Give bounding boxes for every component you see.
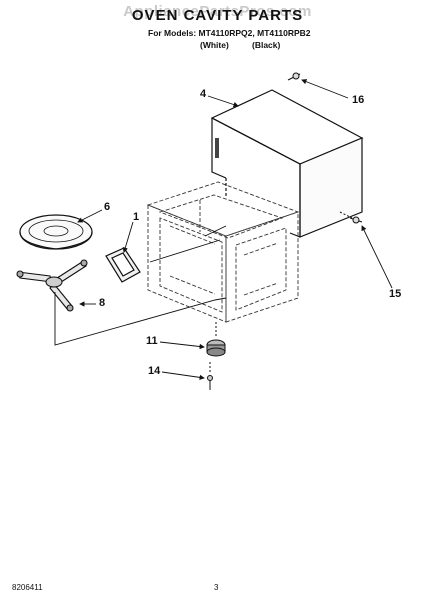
callout-8: 8 [99, 297, 106, 309]
cabinet-wrapper-part-4 [210, 89, 364, 238]
callout-1: 1 [133, 211, 140, 223]
turntable-support-part-8 [16, 259, 88, 312]
color-white-label: (White) [200, 40, 229, 50]
turntable-tray-part-6 [19, 214, 93, 250]
callout-6: 6 [104, 201, 111, 213]
motor-screw-part-14 [207, 362, 213, 390]
page-number: 3 [214, 583, 219, 592]
turntable-motor-part-11 [206, 322, 226, 357]
waveguide-cover-part-1 [105, 247, 141, 283]
screw-part-15 [339, 211, 363, 224]
leader-lines [77, 79, 393, 381]
callout-15: 15 [389, 288, 402, 300]
microwave-chassis-outline [146, 181, 300, 323]
callout-16: 16 [352, 94, 365, 106]
watermark-text: AppliancePartsPros.com [123, 3, 312, 20]
models-line: For Models: MT4110RPQ2, MT4110RPB2 [148, 28, 311, 38]
page-title: OVEN CAVITY PARTS [131, 7, 304, 24]
color-variants: (White) (Black) [200, 40, 320, 50]
callout-14: 14 [148, 365, 161, 377]
screw-part-16 [287, 72, 301, 81]
color-black-label: (Black) [252, 40, 281, 50]
callout-4: 4 [200, 88, 207, 100]
callout-11: 11 [146, 335, 158, 347]
assembly-reference-lines [54, 225, 227, 346]
document-number: 8206411 [12, 583, 43, 592]
